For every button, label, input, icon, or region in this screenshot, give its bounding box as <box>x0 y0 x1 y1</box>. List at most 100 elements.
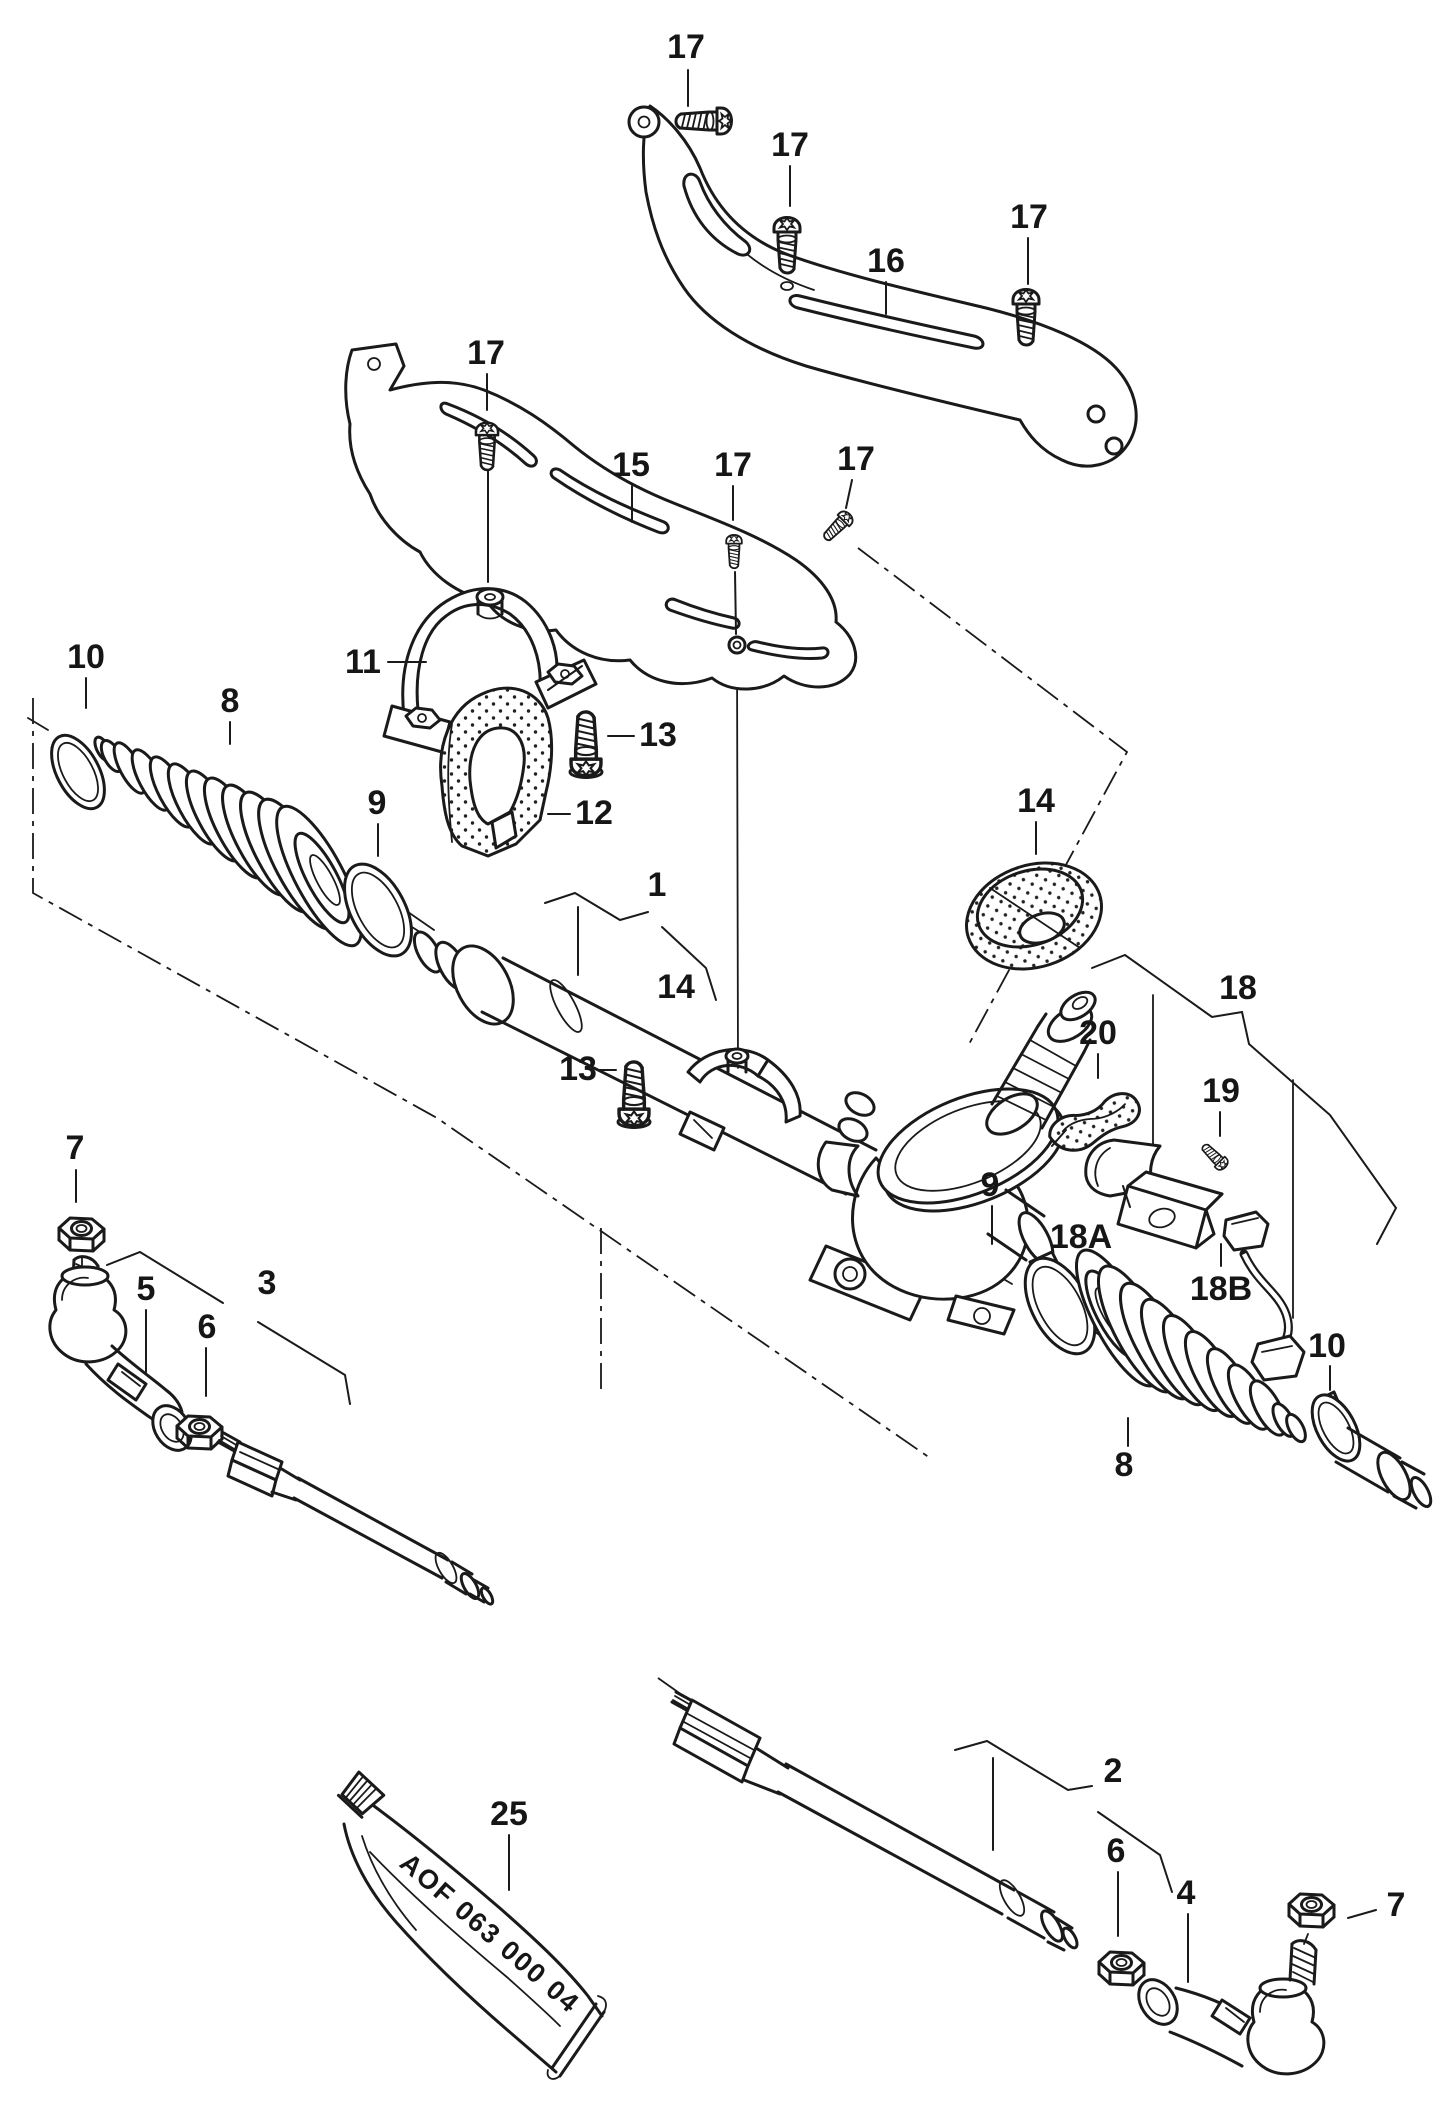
callout-15: 15 <box>612 446 650 484</box>
nut-6-right <box>1097 1950 1146 1987</box>
group-bracket-18a <box>1051 1129 1131 1208</box>
grease-tube-crease-1 <box>361 1835 417 1931</box>
clamp-bushing-assembly <box>382 421 604 858</box>
grease-tube-code: AOF 063 000 04 <box>394 1847 585 2019</box>
rack-clamp-bracket <box>678 1047 802 1152</box>
callout-8-a: 8 <box>221 682 240 720</box>
bracket-16-hole-b <box>1104 436 1124 456</box>
group-bracket-3 <box>106 1250 351 1405</box>
callout-9-a: 9 <box>368 784 387 822</box>
clamp-11-left-nut-hole <box>417 713 427 723</box>
callout-13-a: 13 <box>639 716 677 754</box>
callout-14-b: 14 <box>1017 782 1055 820</box>
left-tie-rod-group <box>48 1216 495 1606</box>
group-bracket-18 <box>1091 953 1398 1245</box>
callout-18: 18 <box>1219 969 1257 1007</box>
callout-17-a: 17 <box>667 28 705 66</box>
callout-20: 20 <box>1079 1014 1117 1052</box>
clamp-10-right <box>1310 1390 1362 1463</box>
nut-7-left <box>57 1216 106 1253</box>
rack-tube-top <box>501 956 878 1152</box>
gear-foot-hole <box>973 1307 991 1325</box>
callout-10-b: 10 <box>1308 1327 1346 1365</box>
cable-18b <box>1222 1210 1306 1382</box>
left-boot-assembly <box>50 733 413 958</box>
heat-shield-hole <box>727 635 747 655</box>
clamp-9-left <box>343 862 413 958</box>
callout-14-a: 14 <box>657 968 695 1006</box>
heat-shield-slot-4 <box>746 640 830 660</box>
boot-8-right <box>1075 1248 1307 1444</box>
grease-tube-crease-2 <box>369 1851 561 2027</box>
gasket-20-inner <box>1061 1103 1126 1133</box>
callout-4: 4 <box>1177 1874 1196 1912</box>
callout-19: 19 <box>1202 1072 1240 1110</box>
callout-18b: 18B <box>1190 1270 1252 1308</box>
callout-5: 5 <box>137 1270 156 1308</box>
bracket-16-screw-seat <box>780 281 794 291</box>
tie-rod-end-5 <box>48 1265 193 1452</box>
bushing-12-slit <box>490 810 518 850</box>
ball-stud-right <box>1288 1939 1318 1986</box>
clamp-11-grommet <box>475 587 505 620</box>
right-boot-assembly <box>1023 1248 1433 1510</box>
callout-17-e: 17 <box>714 446 752 484</box>
callout-labels: 17 17 16 17 17 15 17 17 11 13 12 10 8 9 … <box>66 28 1406 1924</box>
rack-tube-bottom <box>480 1010 848 1196</box>
pinion-shaft <box>990 990 1097 1130</box>
heat-shield-slot-3 <box>664 597 741 630</box>
nut-7-right <box>1287 1892 1336 1929</box>
grease-tube-25: AOF 063 000 04 <box>336 1770 607 2080</box>
gear-mount-hole-inner <box>842 1266 858 1282</box>
frame-dashdot-left <box>32 698 931 1459</box>
leader-shield-hole-to-gear <box>736 651 739 1069</box>
right-tie-rod-group <box>670 1690 1336 2076</box>
clamp-11-right-nut <box>546 662 584 686</box>
callout-17-d: 17 <box>467 334 505 372</box>
heat-shield-slot-2 <box>549 467 670 535</box>
callout-leaders <box>75 69 1377 1983</box>
grease-tube-tail <box>550 2002 606 2078</box>
callout-18a: 18A <box>1050 1218 1112 1256</box>
sensor-group-18 <box>1048 1092 1306 1382</box>
clamp-11-left-nut <box>404 706 442 730</box>
callout-13-b: 13 <box>559 1050 597 1088</box>
bracket-18a <box>1084 1138 1224 1250</box>
callout-9-b: 9 <box>981 1166 1000 1204</box>
screw-13-left <box>568 710 604 779</box>
gear-ports <box>816 1091 876 1198</box>
callout-16: 16 <box>867 242 905 280</box>
grease-tube-edge-upper <box>372 1804 604 2018</box>
right-joint-stub <box>1334 1426 1433 1510</box>
group-bracket-1-14 <box>544 891 717 1001</box>
heat-shield-tab-hole <box>367 357 381 371</box>
damper-ring-14 <box>965 861 1103 971</box>
pinion-tower <box>876 1087 1066 1213</box>
heat-shield-15 <box>344 342 858 691</box>
grease-tube-edge-lower <box>342 1822 558 2074</box>
screw-17-icon-a <box>674 106 733 136</box>
bracket-16 <box>641 104 1138 468</box>
clamp-10-left <box>50 733 106 811</box>
bracket-16-eyelet-hole <box>637 115 651 129</box>
bracket-16-eyelet <box>627 105 661 139</box>
ring-14-line <box>989 887 1081 949</box>
callout-10-a: 10 <box>67 638 105 676</box>
gasket-20 <box>1048 1092 1141 1152</box>
callout-7-a: 7 <box>66 1129 85 1167</box>
callout-8-b: 8 <box>1115 1446 1134 1484</box>
bracket-16-slot-1 <box>682 172 752 257</box>
rack-tube-step <box>549 979 583 1033</box>
bushing-12-edge <box>447 723 453 843</box>
callout-7-b: 7 <box>1387 1886 1406 1924</box>
heat-shield-15-assembly <box>344 342 858 691</box>
mounting-bracket-16-assembly <box>627 104 1138 468</box>
bushing-12-bore <box>468 726 526 826</box>
callout-17-c: 17 <box>1010 198 1048 236</box>
tie-rod-2 <box>670 1690 1079 1952</box>
gear-foot <box>946 1294 1016 1336</box>
gear-mount-hole <box>833 1257 867 1291</box>
group-bracket-2 <box>954 1739 1173 1893</box>
